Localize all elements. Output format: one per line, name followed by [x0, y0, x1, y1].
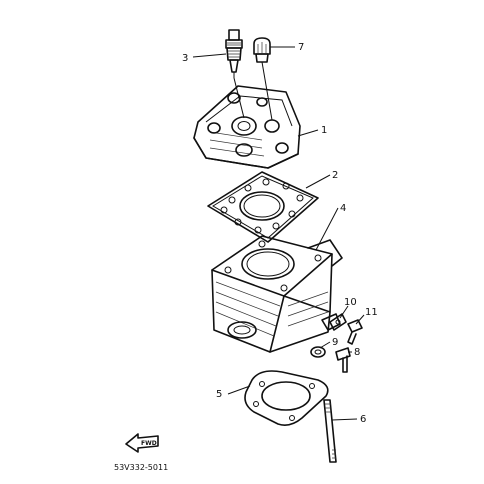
diagram-code: 53V332-5011 — [114, 463, 168, 472]
callout-3: 3 — [182, 53, 188, 64]
head-gasket-part — [207, 171, 319, 243]
base-gasket-part — [244, 370, 329, 426]
callout-4: 4 — [340, 203, 346, 214]
screw-part — [347, 319, 363, 345]
callout-5: 5 — [216, 389, 222, 400]
callout-7: 7 — [298, 42, 304, 53]
spark-plug-part — [225, 29, 243, 78]
callout-2: 2 — [332, 170, 338, 181]
callout-1: 1 — [321, 125, 327, 136]
callout-8: 8 — [354, 347, 360, 358]
bolt-part — [335, 347, 351, 373]
callout-9: 9 — [332, 337, 338, 348]
forward-arrow-icon: FWD — [125, 433, 159, 453]
bracket-part — [329, 313, 347, 331]
cylinder-head-part — [193, 61, 301, 169]
leader-lines — [192, 46, 365, 421]
cap-nut-part — [253, 37, 271, 63]
forward-arrow-label: FWD — [141, 440, 157, 447]
stud-bolt-part — [323, 399, 337, 463]
callout-11: 11 — [365, 307, 378, 318]
callout-6: 6 — [360, 414, 366, 425]
callout-10: 10 — [344, 297, 357, 308]
washer-part — [310, 346, 326, 358]
cylinder-block-part — [211, 235, 343, 353]
